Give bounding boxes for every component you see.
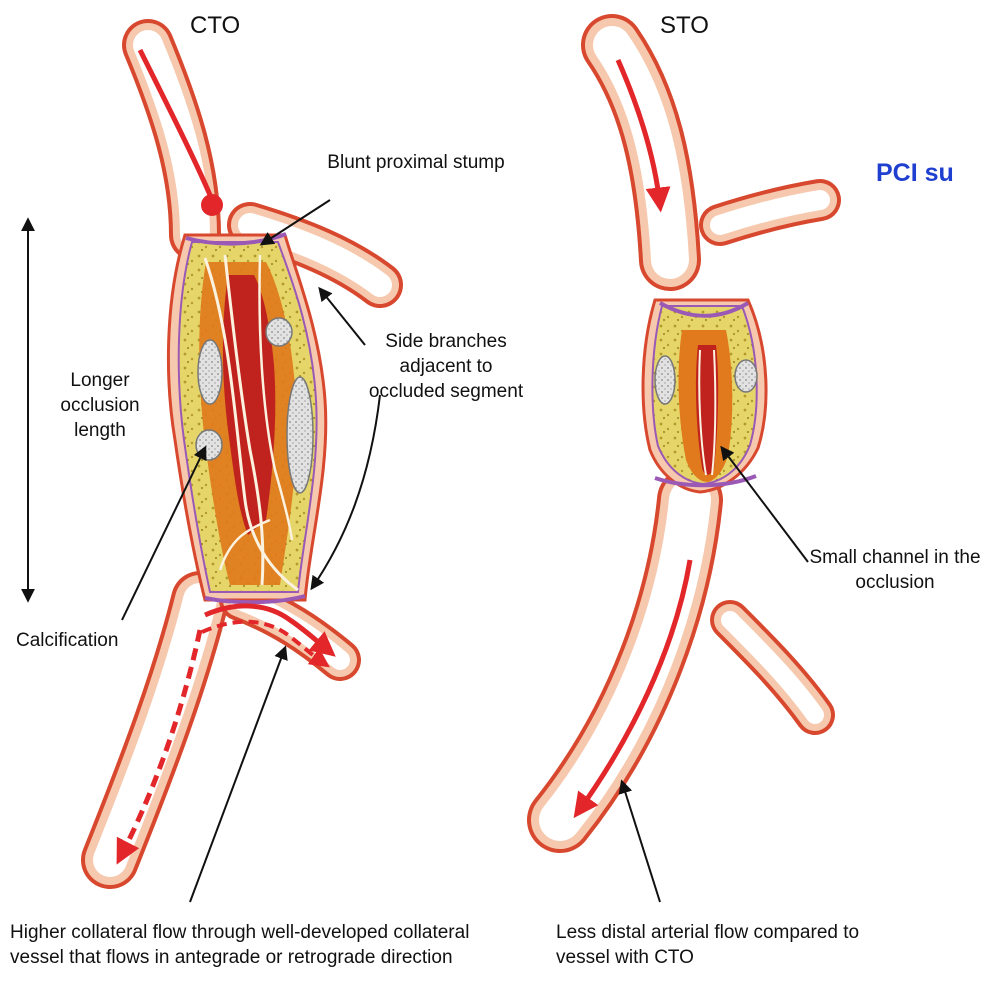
arrow-channel [722,448,808,562]
cut-off-heading: PCI su [876,158,954,188]
label-collateral-flow: Higher collateral flow through well-deve… [10,920,470,970]
label-small-channel: Small channel in the occlusion [800,545,990,595]
label-distal-flow: Less distal arterial flow compared to ve… [556,920,901,970]
sto-title: STO [660,12,709,40]
label-blunt-proximal-stump: Blunt proximal stump [318,150,514,175]
label-side-branches: Side branches adjacent to occluded segme… [366,329,526,404]
label-occlusion-length: Longer occlusion length [40,368,160,443]
label-calcification: Calcification [16,628,118,653]
arrow-distal-flow [622,782,660,902]
cto-title: CTO [190,12,240,40]
sto-vessel [560,45,820,820]
